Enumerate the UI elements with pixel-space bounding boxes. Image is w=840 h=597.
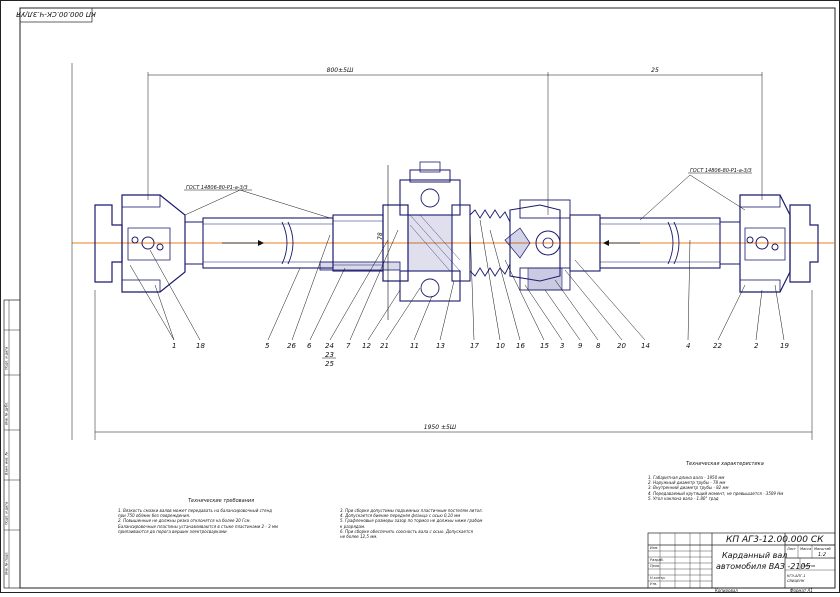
title-code: КП АГ3-12.00.000 СК	[726, 535, 824, 545]
inv-label-2: Взам. инв. №	[5, 452, 9, 475]
callout-21: 21	[380, 342, 389, 350]
tb-format: Формат А1	[790, 588, 813, 593]
title-line-2: автомобиля ВАЗ -2105	[716, 562, 811, 571]
tb-org1: КГЭ-АПГ-1	[787, 574, 806, 578]
tb-row-8: Н.контр.	[650, 576, 666, 580]
spec-line: 4. Передаваемый крутящий момент, не прев…	[648, 490, 784, 496]
callout-22: 22	[713, 342, 722, 350]
callout-12: 12	[362, 342, 371, 350]
callout-9: 9	[578, 342, 583, 350]
title-block	[647, 532, 836, 589]
callout-26: 26	[287, 342, 296, 350]
requirements-col1: 1. Вязкость смазки валов может передават…	[118, 508, 278, 534]
top-code: КП 000.00.СК-Ч.ЗЛ/УЯ	[16, 10, 96, 18]
gost-left: ГОСТ 14806-80-Р1-а-3/3	[186, 185, 248, 191]
inv-label-4: Подп. и дата	[5, 347, 9, 370]
callout-19: 19	[780, 342, 789, 350]
tb-org2: СВИЦЕНК	[787, 579, 805, 583]
top-code-box	[19, 7, 93, 23]
tb-row-5: Разраб.	[650, 558, 664, 562]
req-line: 1. Вязкость смазки валов может передават…	[118, 508, 272, 513]
callout-25: 25	[325, 360, 334, 368]
specs-list: 1. Габаритная длина вала - 1950 мм 2. На…	[648, 475, 783, 501]
callout-5: 5	[265, 342, 270, 350]
callout-numbers: 1 18 5 26 6 24 25 23 7 12 21 11 13 17 10…	[172, 342, 789, 368]
req-line: 6. При сборке обеспечить соосность вала …	[340, 528, 473, 534]
dim-left-top: 800±5Ш	[327, 67, 354, 74]
callout-16: 16	[516, 342, 525, 350]
specs-heading: Техническая характеристика	[686, 461, 764, 467]
gost-right: ГОСТ 14806-80-Р1-а-3/3	[690, 168, 752, 174]
callout-7: 7	[346, 342, 351, 350]
callout-15: 15	[540, 342, 549, 350]
callout-4: 4	[686, 342, 690, 350]
tb-scale-label: Масштаб	[814, 547, 831, 551]
inv-label-1: Подп. и дата	[5, 502, 9, 525]
dim-bottom: 1950 ±5Ш	[424, 424, 457, 431]
inv-label-3: Инв. № дубл.	[5, 402, 9, 425]
tb-row-9: Утв.	[650, 582, 657, 586]
callout-8: 8	[596, 342, 601, 350]
spec-line: 3. Внутренний диаметр трубы - 82 мм	[648, 485, 729, 491]
leader-lines	[129, 174, 785, 341]
req-line: Балансировочные пластины устанавливаются…	[118, 523, 278, 529]
callout-24: 24	[325, 342, 334, 350]
tb-row-6: Пров.	[650, 564, 660, 568]
tb-sheets-label: Листов	[801, 564, 815, 568]
req-line: при 750 об/мин без повреждения.	[118, 513, 191, 519]
tb-sheet-label: Лист	[786, 547, 797, 551]
spec-line: 2. Наружный диаметр трубы - 78 мм	[648, 480, 726, 486]
req-line: 5. Графленовые размеры зазор по тормоз н…	[340, 518, 483, 524]
callout-1: 1	[172, 342, 176, 350]
dim-diameter: 78	[377, 232, 384, 240]
callout-17: 17	[470, 342, 479, 350]
req-line: к разрядам.	[340, 523, 366, 529]
req-line: 4. Допускается биение передняя фланца с …	[340, 513, 461, 519]
inner-frame	[19, 7, 836, 589]
callout-18: 18	[196, 342, 205, 350]
callout-14: 14	[641, 342, 650, 350]
spec-line: 5. Угол наклона вала - 1.80° град	[648, 495, 719, 501]
callout-20: 20	[617, 342, 626, 350]
req-line: припаиваются до порога вершин электросва…	[118, 528, 227, 534]
requirements-heading: Технические требования	[188, 498, 255, 504]
dim-right-top: 25	[651, 67, 659, 74]
tb-row-0: Изм.	[650, 546, 658, 550]
left-inventory-strip: Инв. № подл. Подп. и дата Взам. инв. № И…	[3, 299, 21, 589]
callout-3: 3	[560, 342, 564, 350]
callout-11: 11	[410, 342, 419, 350]
req-line: 3. При сборке допустимы подъемных пласти…	[340, 508, 483, 513]
inv-label-0: Инв. № подл.	[5, 552, 9, 575]
tb-copied: Копировал	[715, 588, 738, 593]
req-line: 2. Повышенные не должны резко отклонятся…	[118, 518, 251, 524]
title-line-1: Карданный вал	[722, 551, 788, 560]
requirements-col2: 3. При сборке допустимы подъемных пласти…	[340, 508, 483, 539]
callout-13: 13	[436, 342, 445, 350]
tb-scale-value: 1:2	[818, 552, 826, 558]
spec-line: 1. Габаритная длина вала - 1950 мм	[648, 475, 725, 480]
tb-mass-label: Масса	[800, 547, 811, 551]
callout-10: 10	[496, 342, 505, 350]
callout-23: 23	[325, 351, 334, 359]
cardan-shaft-assembly	[71, 63, 835, 440]
callout-6: 6	[307, 342, 312, 350]
callout-2: 2	[754, 342, 759, 350]
req-line: не более 12,5 мм.	[340, 534, 378, 540]
